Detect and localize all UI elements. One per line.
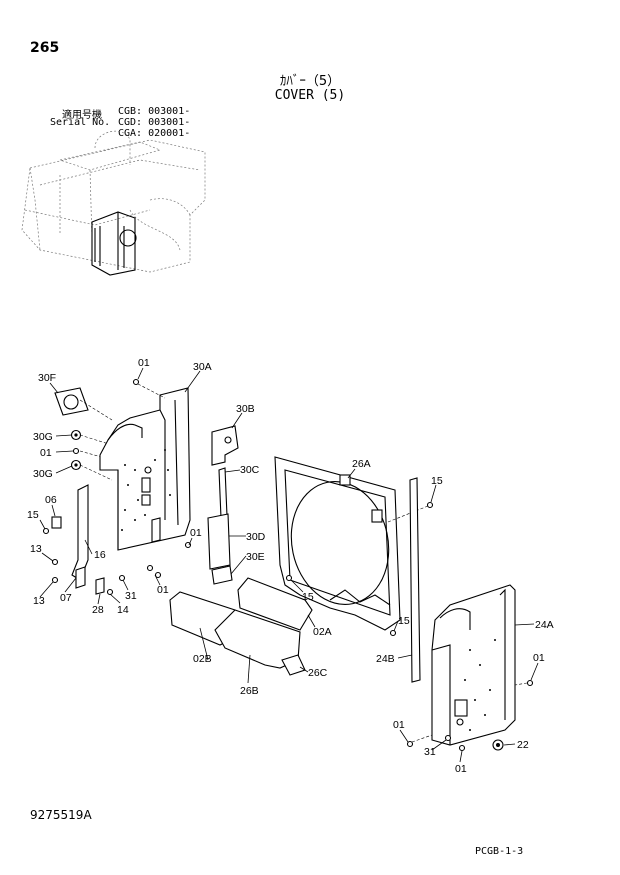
part-02a-plate [237,577,313,631]
callout-01-right-lower: 01 [393,719,405,731]
part-01-bolt-right [526,679,534,687]
part-16-seal-strip [71,484,89,581]
callout-leader-lines [39,370,539,763]
part-01-bolt-top [132,378,140,386]
part-28-plate [95,577,105,595]
callout-30g-upper: 30G [33,431,53,443]
callout-01-lower: 01 [157,584,169,596]
callout-30e: 30E [246,551,265,563]
callout-30b: 30B [236,403,255,415]
callout-14: 14 [117,604,129,616]
serial-cgb: CGB: 003001- [118,106,191,117]
callout-15-shroud: 15 [302,591,314,603]
callout-31-left: 31 [125,590,137,602]
serial-cgd: CGD: 003001- [118,117,191,128]
machine-overview-illustration [21,130,206,276]
title-japanese: ｶﾊﾞｰ（5） [279,74,341,89]
callout-01-left: 01 [40,447,52,459]
part-30d-pad [207,513,231,570]
callout-30a: 30A [193,361,212,373]
callout-24a: 24A [535,619,554,631]
part-13-bolt-upper [51,558,59,566]
callout-02a: 02A [313,626,332,638]
part-31-washer-right [444,734,452,742]
part-01-bolt-right-bottom [458,744,466,752]
callout-26c: 26C [308,667,328,679]
callout-labels: 30F 01 30A 30B 30G 01 30G 06 15 13 16 13… [27,357,554,775]
part-07-bracket [75,566,86,589]
callout-28: 28 [92,604,104,616]
part-15-bolt-right [426,501,434,509]
part-15-bolt-shroud [285,574,293,582]
highlighted-cover-thumbnail [91,211,137,276]
callout-30d: 30D [246,531,266,543]
part-30a-side-cover [99,387,191,551]
callout-01-mid: 01 [190,527,202,539]
callout-01-right-bottom: 01 [455,763,467,775]
part-24b-strip [409,477,421,683]
callout-16: 16 [94,549,106,561]
part-15-bolt-left [42,527,50,535]
part-31-washer-left [118,574,126,582]
callout-26a: 26A [352,458,371,470]
part-15-bolt-bottom [389,629,397,637]
callout-15-bottom: 15 [398,615,410,627]
part-24a-side-cover [431,584,516,746]
serial-label-en: Serial No. [50,117,111,128]
part-14-bolt [106,588,114,596]
part-30e-pad [211,565,233,585]
reference-code: PCGB-1-3 [475,846,524,857]
part-06-clip [51,516,62,529]
part-01-bolt-right-lower [406,740,414,748]
callout-30g-lower: 30G [33,468,53,480]
callout-31-right: 31 [424,746,436,758]
callout-07: 07 [60,592,72,604]
serial-label-jp: 適用号機 [62,110,102,121]
callout-06: 06 [45,494,57,506]
part-01-bolt-lower [146,564,154,572]
callout-01-right: 01 [533,652,545,664]
part-26a-fan-shroud [274,456,401,631]
callout-13-lower: 13 [33,595,45,607]
part-30b-bracket [211,425,239,466]
callout-13-upper: 13 [30,543,42,555]
page-number: 265 [30,40,60,56]
callout-15-right: 15 [431,475,443,487]
callout-01-top: 01 [138,357,150,369]
callout-22: 22 [517,739,529,751]
callout-02b: 02B [193,653,212,665]
callout-26b: 26B [240,685,259,697]
callout-30f: 30F [38,372,56,384]
document-number: 9275519A [30,808,92,822]
callout-24b: 24B [376,653,395,665]
callout-15-left: 15 [27,509,39,521]
part-01-bolt-left [72,447,80,455]
callout-30c: 30C [240,464,260,476]
title-english: COVER (5) [274,88,346,103]
serial-cga: CGA: 020001- [118,128,191,139]
part-13-bolt-lower [51,576,59,584]
part-30f-gasket [54,387,113,421]
